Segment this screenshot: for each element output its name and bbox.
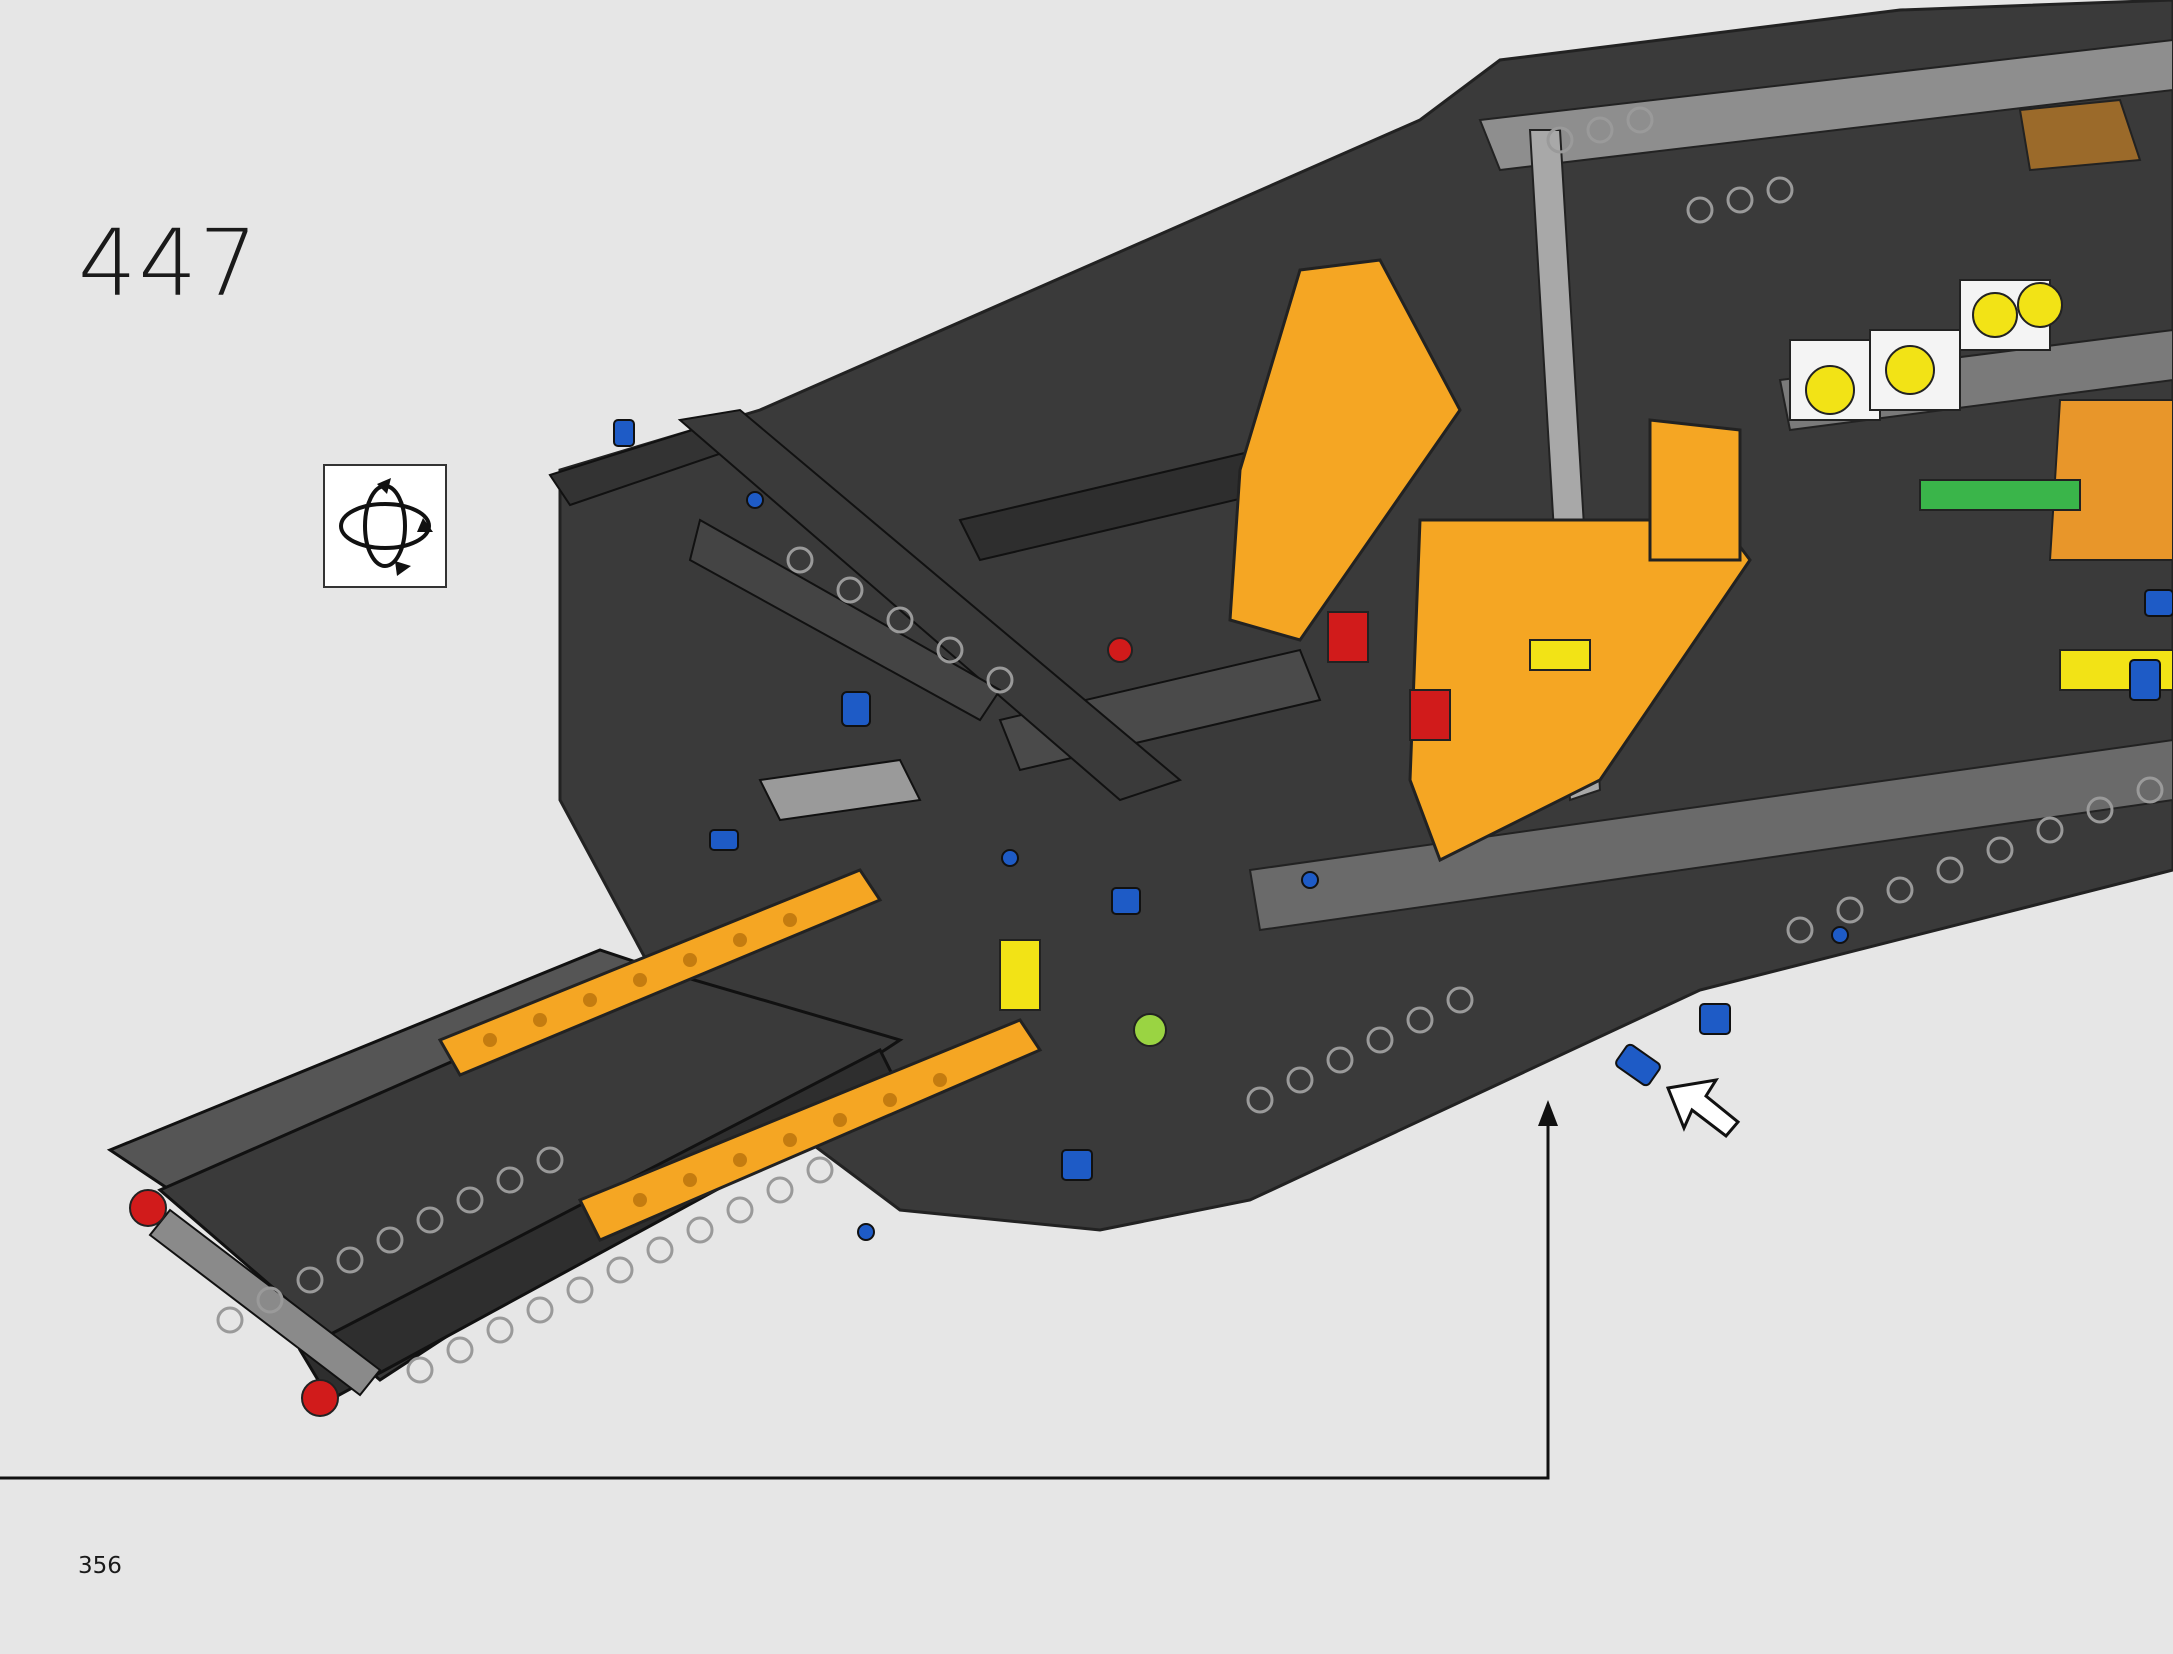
- connector-arrowhead: [1538, 1100, 1558, 1126]
- red-pieces: [129, 611, 1451, 1417]
- callout-connector-line: [0, 1118, 1550, 1480]
- arrow-pointer-icon: [1665, 1077, 1741, 1139]
- step-number: 447: [78, 210, 260, 317]
- page-number: 356: [78, 1553, 122, 1579]
- orange-beams: [437, 98, 2173, 1242]
- engine-parts: [999, 279, 2173, 1047]
- beam-holes: [216, 106, 2164, 1384]
- front-frame: [548, 408, 1183, 822]
- blue-pins: [613, 419, 2173, 1241]
- rotate-model-icon: [323, 464, 447, 588]
